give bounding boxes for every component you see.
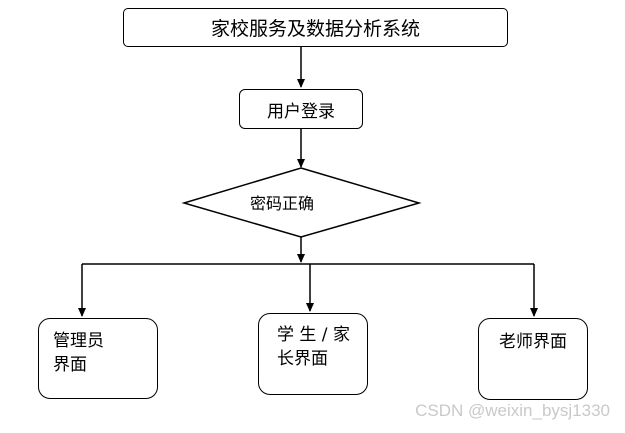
teacher-label: 老师界面 [499, 332, 567, 352]
student-parent-label-line2: 长界面 [277, 349, 328, 369]
admin-interface-node: 管理员 界面 [38, 318, 158, 399]
csdn-watermark: CSDN @weixin_bysj1330 [415, 401, 610, 420]
admin-label-line2: 界面 [53, 355, 87, 375]
password-check-label: 密码正确 [250, 194, 315, 213]
user-login-text: 用户登录 [267, 101, 335, 122]
student-parent-label-line1: 学 生 / 家 [277, 325, 350, 345]
admin-label-line1: 管理员 [53, 331, 104, 351]
student-parent-interface-node: 学 生 / 家 长界面 [258, 313, 368, 395]
teacher-interface-node: 老师界面 [478, 318, 588, 400]
system-title-node: 家校服务及数据分析系统 [123, 8, 508, 47]
system-title-text: 家校服务及数据分析系统 [210, 18, 420, 40]
user-login-node: 用户登录 [239, 89, 363, 129]
